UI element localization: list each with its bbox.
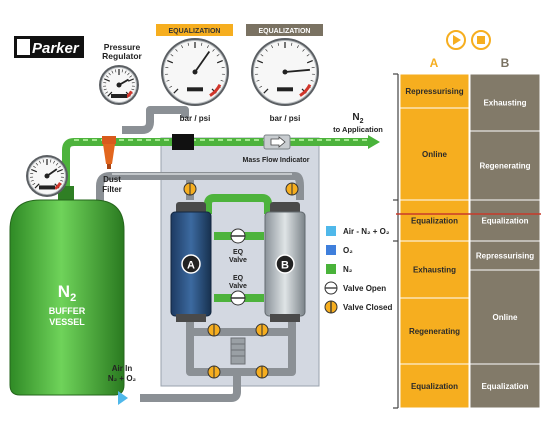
pressure-regulator-gauge — [99, 65, 139, 105]
svg-text:Repressurising: Repressurising — [476, 252, 534, 261]
valve-closed-6 — [255, 365, 269, 379]
pressure-regulator-block — [172, 134, 194, 150]
buffer-vessel-gas: N2 — [58, 282, 76, 304]
buffer-vessel-label-2: VESSEL — [49, 317, 85, 327]
timeline-b-cell: Equalization — [469, 199, 541, 242]
valve-closed-4 — [255, 323, 269, 337]
svg-text:Online: Online — [422, 150, 447, 159]
timeline-a-cell: Online — [399, 107, 470, 201]
dust-filter — [102, 136, 116, 169]
valve-closed-5 — [207, 365, 221, 379]
pressure-regulator-label-2: Regulator — [102, 51, 142, 61]
svg-text:Equalization: Equalization — [411, 217, 458, 226]
stop-icon — [477, 36, 485, 44]
timeline-b-cell: Equalization — [469, 363, 541, 409]
n2-application-label: N2 to Application — [333, 112, 383, 134]
eq-valve-top-label-1: EQ — [233, 249, 244, 256]
gauge-2-unit: bar / psi — [270, 114, 301, 123]
svg-text:N2: N2 — [352, 112, 363, 125]
svg-text:Regenerating: Regenerating — [409, 327, 460, 336]
timeline-a-cell: Exhausting — [399, 240, 470, 299]
timeline-a-cell: Equalization — [399, 199, 470, 242]
legend-item: N₂ — [326, 264, 353, 274]
timeline-col-b-header: B — [501, 56, 510, 70]
mass-flow-indicator — [263, 134, 291, 150]
pressure-regulator-label-1: Pressure — [104, 42, 141, 52]
mass-flow-label: Mass Flow Indicator — [243, 157, 310, 164]
svg-text:Equalization: Equalization — [411, 382, 458, 391]
legend-item: Valve Open — [324, 281, 386, 295]
svg-text:Regenerating: Regenerating — [479, 162, 530, 171]
legend-swatch — [326, 226, 336, 236]
svg-text:A: A — [187, 260, 195, 272]
eq-valve-top[interactable] — [230, 228, 246, 244]
eq-valve-bottom[interactable] — [230, 290, 246, 306]
timeline-col-a-header: A — [430, 56, 439, 70]
equalization-badge-active: EQUALIZATION — [156, 24, 233, 36]
air-in-label-2: N₂ + O₂ — [108, 374, 137, 383]
air-in-label-1: Air In — [112, 364, 133, 373]
buffer-vessel-gauge — [26, 155, 68, 197]
dust-filter-label-1: Dust — [103, 175, 121, 184]
svg-text:Equalization: Equalization — [481, 382, 528, 391]
legend-label: O₂ — [343, 246, 353, 255]
valve-open-icon — [324, 281, 338, 295]
legend-item: O₂ — [326, 245, 353, 255]
buffer-vessel-label-1: BUFFER — [49, 306, 86, 316]
svg-text:Repressurising: Repressurising — [405, 87, 463, 96]
timeline-a-cell: Regenerating — [399, 297, 470, 365]
timeline-b-cell: Exhausting — [469, 73, 541, 132]
valve-closed-1 — [183, 182, 197, 196]
svg-text:Parker: Parker — [32, 40, 80, 57]
svg-text:Online: Online — [493, 313, 518, 322]
svg-text:EQUALIZATION: EQUALIZATION — [259, 28, 311, 35]
timeline-a-cell: Repressurising — [399, 73, 470, 109]
legend-swatch — [326, 264, 336, 274]
legend-swatch — [326, 245, 336, 255]
closed-valves — [183, 182, 299, 379]
gauge-tower-a — [161, 38, 229, 106]
svg-text:to Application: to Application — [333, 125, 383, 134]
valve-closed-2 — [285, 182, 299, 196]
tower-a: A — [170, 202, 212, 322]
legend-label: Valve Closed — [343, 303, 392, 312]
svg-text:B: B — [281, 260, 289, 272]
valve-closed-icon — [324, 300, 338, 314]
timeline-bracket — [393, 73, 399, 409]
equalization-badge-idle: EQUALIZATION — [246, 24, 323, 36]
timeline-b-cell: Repressurising — [469, 240, 541, 271]
stop-button[interactable] — [471, 30, 491, 50]
timeline-b-cell: Online — [469, 269, 541, 365]
svg-text:Exhausting: Exhausting — [483, 99, 526, 108]
timeline: RepressurisingOnlineEqualizationExhausti… — [393, 73, 541, 409]
valve-closed-3 — [207, 323, 221, 337]
timeline-b-cell: Regenerating — [469, 130, 541, 201]
svg-text:Exhausting: Exhausting — [413, 266, 456, 275]
eq-valve-bottom-label-2: Valve — [229, 283, 247, 290]
play-icon — [453, 35, 461, 45]
play-button[interactable] — [446, 30, 466, 50]
parker-logo: Parker — [14, 36, 84, 58]
svg-text:EQUALIZATION: EQUALIZATION — [169, 28, 221, 35]
eq-valve-top-label-2: Valve — [229, 257, 247, 264]
legend-label: Valve Open — [343, 284, 386, 293]
air-inlet-arrow — [118, 391, 128, 405]
legend-item: Air - N₂ + O₂ — [326, 226, 390, 236]
legend-label: N₂ — [343, 265, 353, 274]
n2-outlet-arrow — [368, 135, 380, 149]
gauge-1-unit: bar / psi — [180, 114, 211, 123]
timeline-a-cell: Equalization — [399, 363, 470, 409]
eq-valve-bottom-label-1: EQ — [233, 275, 244, 282]
legend-label: Air - N₂ + O₂ — [343, 227, 390, 236]
svg-text:Equalization: Equalization — [481, 217, 528, 226]
legend-item: Valve Closed — [324, 300, 392, 314]
silencer — [230, 337, 246, 365]
tower-b: B — [264, 202, 306, 322]
dust-filter-label-2: Filter — [102, 185, 122, 194]
gauge-tower-b — [251, 38, 319, 106]
